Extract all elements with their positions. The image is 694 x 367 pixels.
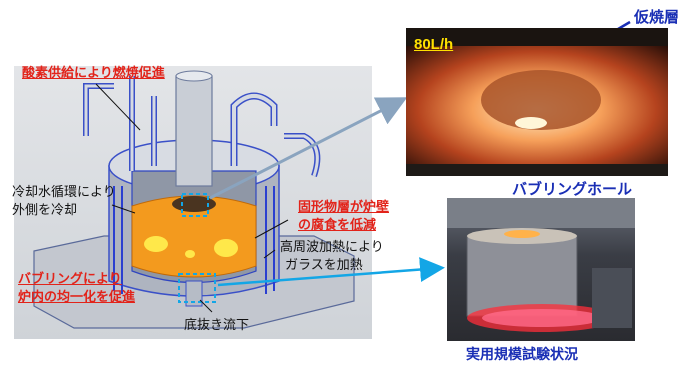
arrow-to-test-photo [217,257,445,287]
label-bubbling-hole: バブリングホール [512,180,633,198]
leader-solid [254,219,289,239]
label-solid-line2: の腐食を低減 [298,218,377,233]
calcine-layer-photo: 80L/h [406,28,668,176]
melter-drawing [33,70,355,329]
leader-cooling [111,204,136,214]
label-bubbling-line2: 炉内の均一化を促進 [18,290,136,305]
label-heating-line1: 高周波加熱により [280,240,384,255]
label-bubbling-line1: バブリングにより [18,272,122,287]
label-cooling-line1: 冷却水循環により [12,185,116,200]
label-drain: 底抜き流下 [184,318,250,333]
leader-oxygen [95,83,141,131]
leader-heating [263,249,276,259]
label-oxygen: 酸素供給により燃焼促進 [22,66,165,81]
test-facility-image [447,198,635,332]
label-heating-line2: ガラスを加熱 [285,258,363,273]
flow-rate-readout: 80L/h [414,36,454,53]
arrow-to-calcine-photo [209,97,408,200]
melter-cutaway-illustration [14,66,372,339]
label-test-status: 実用規模試験状況 [466,347,578,363]
label-cooling-line2: 外側を冷却 [12,203,78,218]
leader-drain [199,299,213,313]
melt-surface-image [406,70,668,176]
label-calcine: 仮焼層 [634,8,680,26]
test-status-photo [447,198,635,341]
label-solid-line1: 固形物層が炉壁 [298,200,390,215]
